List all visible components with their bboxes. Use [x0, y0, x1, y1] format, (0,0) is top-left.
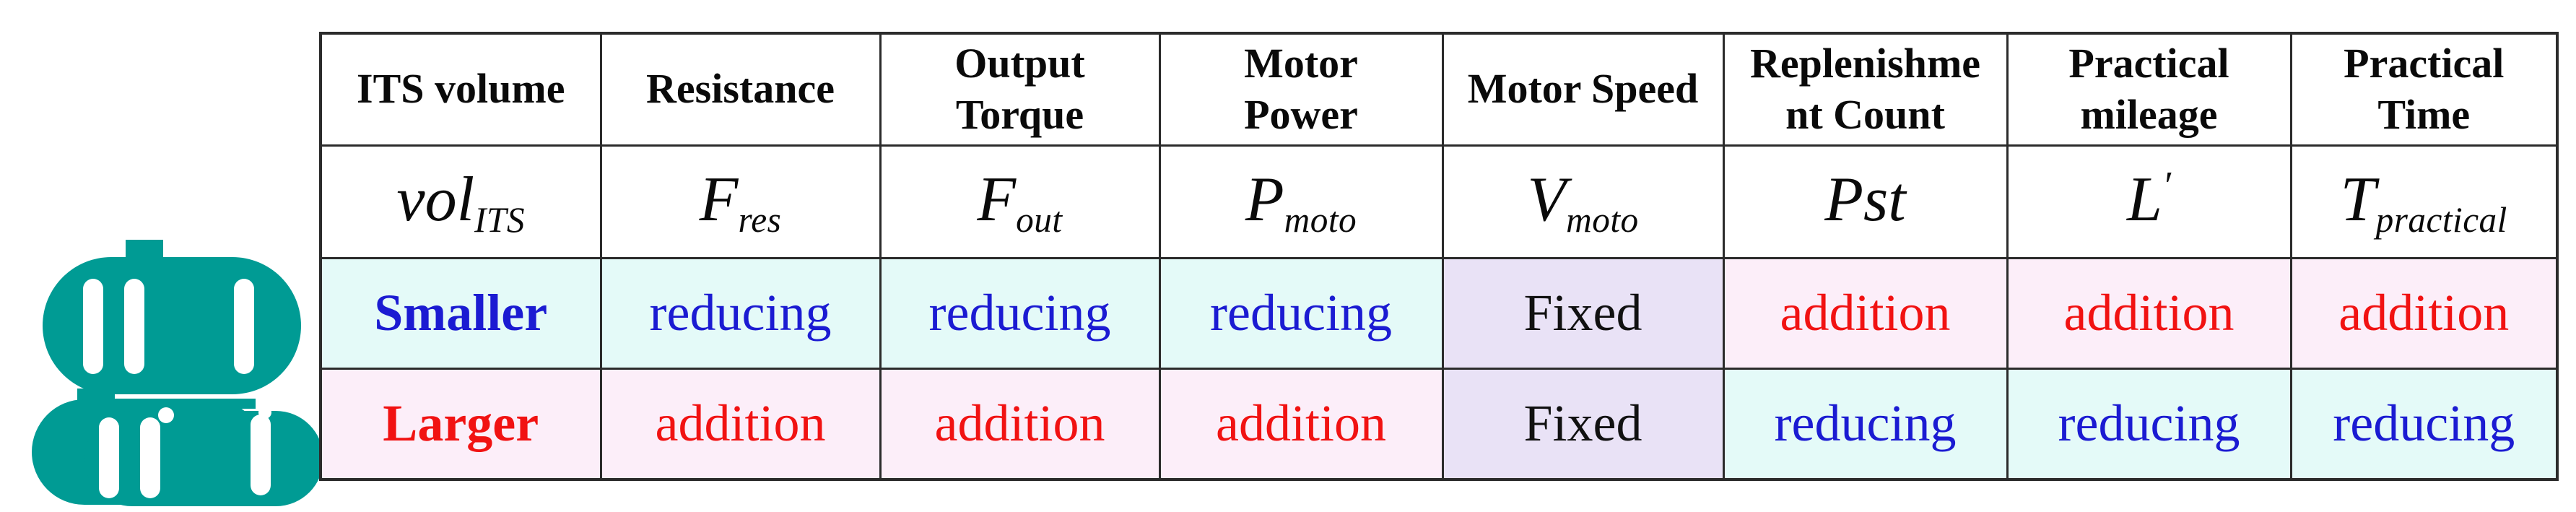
cell-smaller-torque: reducing [879, 256, 1161, 370]
battery-top-shape [43, 257, 301, 394]
header-its-volume: ITS volume [319, 32, 602, 147]
symbol-row: volITS Fres Fout Pmoto Vmoto Pst L′ Tpra… [319, 144, 2559, 259]
cell-larger-resistance: addition [599, 367, 882, 481]
symbol-l-prime: L′ [2006, 144, 2292, 259]
symbol-t-practical: Tpractical [2289, 144, 2559, 259]
cell-smaller-speed: Fixed [1441, 256, 1725, 370]
cell-smaller-label: Smaller [319, 256, 602, 370]
symbol-p-moto: Pmoto [1158, 144, 1444, 259]
cell-smaller-replenish: addition [1722, 256, 2009, 370]
header-output-torque: Output Torque [879, 32, 1161, 147]
cell-smaller-power: reducing [1158, 256, 1444, 370]
cell-larger-replenish: reducing [1722, 367, 2009, 481]
header-replenishment-count: Replenishme nt Count [1722, 32, 2009, 147]
symbol-v-moto: Vmoto [1441, 144, 1725, 259]
cell-larger-speed: Fixed [1441, 367, 1725, 481]
cell-smaller-time: addition [2289, 256, 2559, 370]
battery-pack-icon [32, 240, 323, 506]
cell-larger-time: reducing [2289, 367, 2559, 481]
battery-front-shape [84, 411, 323, 506]
header-motor-speed: Motor Speed [1441, 32, 1725, 147]
row-larger: Larger addition addition addition Fixed … [319, 367, 2559, 481]
row-smaller: Smaller reducing reducing reducing Fixed… [319, 256, 2559, 370]
cell-smaller-resistance: reducing [599, 256, 882, 370]
symbol-pst: Pst [1722, 144, 2009, 259]
cell-larger-power: addition [1158, 367, 1444, 481]
cell-smaller-mileage: addition [2006, 256, 2292, 370]
cell-larger-mileage: reducing [2006, 367, 2292, 481]
header-practical-time: Practical Time [2289, 32, 2559, 147]
symbol-vol-its: volITS [319, 144, 602, 259]
header-row: ITS volume Resistance Output Torque Moto… [319, 32, 2559, 147]
header-resistance: Resistance [599, 32, 882, 147]
header-motor-power: Motor Power [1158, 32, 1444, 147]
cell-larger-torque: addition [879, 367, 1161, 481]
symbol-f-out: Fout [879, 144, 1161, 259]
header-practical-mileage: Practical mileage [2006, 32, 2292, 147]
cell-larger-label: Larger [319, 367, 602, 481]
symbol-f-res: Fres [599, 144, 882, 259]
its-volume-effects-table: ITS volume Resistance Output Torque Moto… [319, 32, 2559, 481]
